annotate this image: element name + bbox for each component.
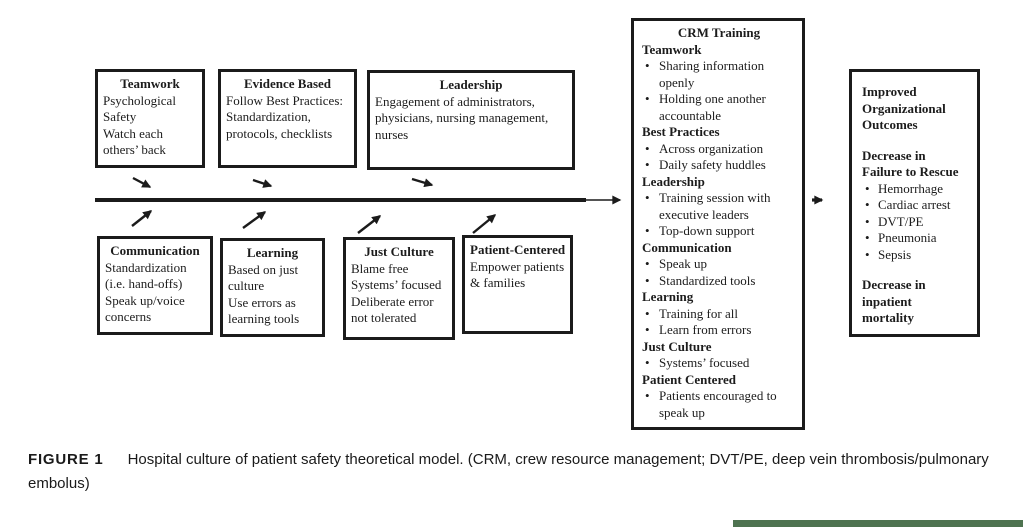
crm-bullet: Daily safety huddles — [642, 157, 796, 174]
crm-section-learning: Learning — [642, 289, 694, 304]
box-communication-body: Standardization (i.e. hand-offs) Speak u… — [105, 259, 187, 325]
crm-section-teamwork: Teamwork — [642, 41, 702, 57]
outcomes-bullet: Hemorrhage — [862, 181, 971, 198]
crm-bullet: Standardized tools — [642, 273, 796, 290]
crm-bullet: Sharing information openly — [642, 58, 796, 91]
arrow-leadership-to-axis — [411, 177, 434, 188]
box-just-culture-body: Blame free Systems’ focused Deliberate e… — [351, 260, 442, 326]
box-just-culture-title: Just Culture — [364, 244, 434, 259]
crm-section-best-practices: Best Practices — [642, 124, 720, 139]
arrow-just-culture-to-axis — [357, 215, 382, 234]
box-communication-title: Communication — [110, 243, 200, 258]
crm-title: CRM Training — [677, 25, 761, 40]
arrow-teamwork-to-axis — [132, 176, 152, 189]
box-evidence-based-body: Follow Best Practices: Standardization, … — [226, 92, 343, 141]
crm-section-just-culture: Just Culture — [642, 338, 712, 354]
box-patient-centered-body: Empower patients & families — [470, 258, 565, 291]
box-learning-body: Based on just culture Use errors as lear… — [228, 261, 300, 327]
crm-bullet: Holding one another accountable — [642, 91, 796, 124]
box-evidence-based-title: Evidence Based — [243, 76, 332, 91]
crm-bullet: Learn from errors — [642, 322, 796, 339]
crm-bullet: Training session with executive leaders — [642, 190, 796, 223]
box-teamwork-title: Teamwork — [120, 76, 180, 91]
box-leadership-body: Engagement of administrators, physicians… — [375, 93, 549, 142]
arrow-communication-to-axis — [131, 210, 153, 227]
arrow-learning-to-axis — [242, 211, 267, 229]
outcomes-box: Improved Organizational Outcomes Decreas… — [849, 69, 980, 337]
box-patient-centered: Patient-Centered Empower patients & fami… — [462, 235, 573, 334]
crm-section-leadership: Leadership — [642, 173, 705, 189]
box-leadership: Leadership Engagement of administrators,… — [367, 70, 575, 170]
outcomes-bullet: Pneumonia — [862, 230, 971, 247]
box-teamwork: Teamwork Psychological Safety Watch each… — [95, 69, 205, 168]
crm-training-box: CRM Training Teamwork Sharing informatio… — [631, 18, 805, 430]
crm-section-communication: Communication — [642, 239, 732, 255]
crm-bullet: Speak up — [642, 256, 796, 273]
crm-bullet: Systems’ focused — [642, 355, 796, 372]
box-evidence-based: Evidence Based Follow Best Practices: St… — [218, 69, 357, 168]
crm-bullet: Patients encouraged to speak up — [642, 388, 796, 421]
arrow-patient-centered-to-axis — [472, 214, 497, 234]
outcomes-bullet: Sepsis — [862, 247, 971, 264]
outcomes-title: Improved Organizational Outcomes — [862, 84, 946, 132]
box-teamwork-body: Psychological Safety Watch each others’ … — [103, 92, 176, 158]
box-communication: Communication Standardization (i.e. hand… — [97, 236, 213, 335]
accent-bar — [733, 520, 1023, 527]
outcomes-bullet: Cardiac arrest — [862, 197, 971, 214]
outcomes-mortality-heading: Decrease in inpatient mortality — [862, 277, 926, 325]
figure-caption-label: FIGURE 1 — [28, 451, 104, 468]
crm-bullet: Across organization — [642, 141, 796, 158]
outcomes-failure-to-rescue-heading: Decrease in Failure to Rescue — [862, 147, 959, 180]
box-just-culture: Just Culture Blame free Systems’ focused… — [343, 237, 455, 340]
crm-section-patient-centered: Patient Centered — [642, 371, 736, 387]
crm-bullet: Top-down support — [642, 223, 796, 240]
figure-caption-text: Hospital culture of patient safety theor… — [28, 451, 989, 492]
box-learning-title: Learning — [246, 245, 299, 260]
arrow-evidence-to-axis — [252, 178, 273, 188]
crm-bullet: Training for all — [642, 306, 796, 323]
outcomes-bullet: DVT/PE — [862, 214, 971, 231]
box-learning: Learning Based on just culture Use error… — [220, 238, 325, 337]
box-leadership-title: Leadership — [439, 77, 503, 92]
box-patient-centered-title: Patient-Centered — [470, 242, 566, 257]
